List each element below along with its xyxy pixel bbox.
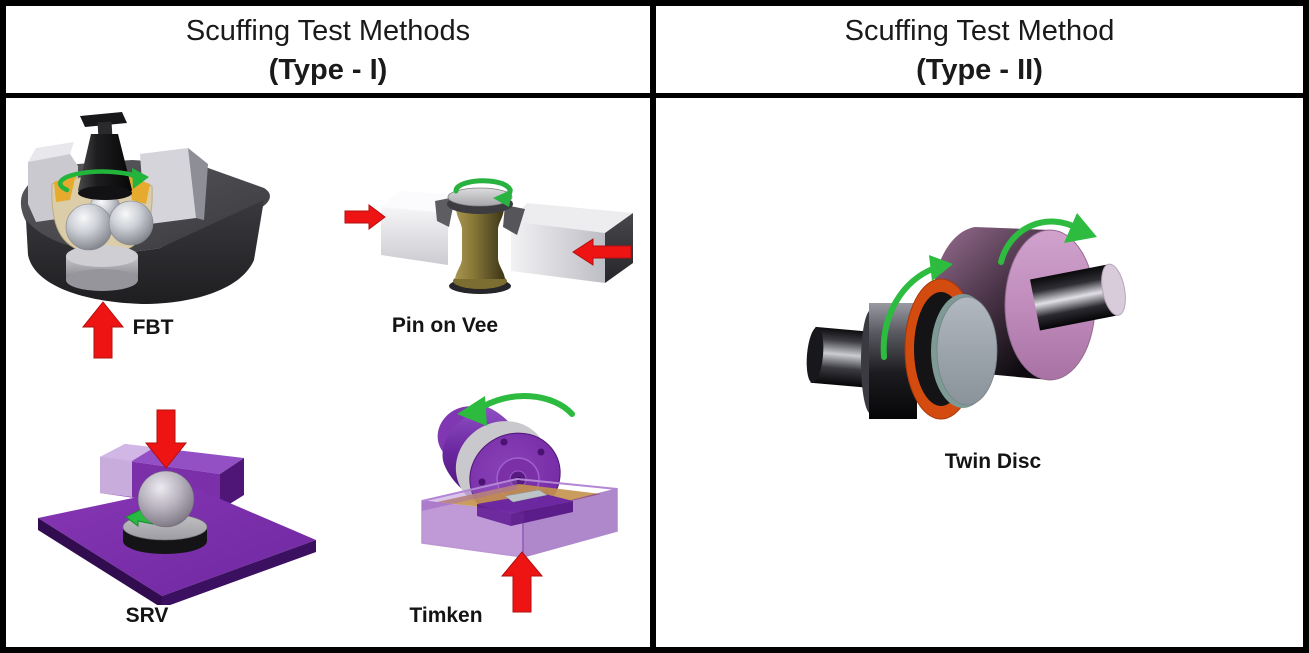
method-label-pin-on-vee: Pin on Vee	[391, 314, 499, 337]
twin-disc-left-disc	[861, 278, 998, 420]
rotation-arrow-icon	[457, 393, 575, 426]
method-label-twin-disc: Twin Disc	[944, 450, 1042, 473]
left-panel-title: Scuffing Test Methods	[185, 14, 471, 47]
load-arrow-icon	[81, 301, 125, 359]
timken-illustration	[421, 393, 618, 613]
load-arrow-icon	[344, 204, 386, 230]
right-panel-subtitle: (Type - II)	[916, 53, 1043, 86]
panel-divider	[650, 6, 656, 647]
load-arrow-icon	[572, 238, 632, 266]
right-panel-title: Scuffing Test Method	[844, 14, 1115, 47]
rotation-arrow-icon	[453, 178, 513, 207]
twin-disc-illustration	[806, 213, 1126, 420]
twin-disc-right-shaft	[1030, 263, 1126, 331]
right-panel: Scuffing Test Method (Type - II)	[656, 6, 1303, 647]
method-label-srv: SRV	[125, 604, 169, 627]
fbt-illustration	[20, 112, 270, 359]
load-arrow-icon	[500, 551, 544, 613]
left-panel: Scuffing Test Methods (Type - I)	[6, 6, 650, 647]
srv-illustration	[38, 409, 316, 605]
vee-blocks	[381, 191, 633, 283]
rotation-arrow-icon	[880, 255, 953, 360]
srv-ball	[137, 470, 195, 528]
left-panel-header: Scuffing Test Methods (Type - I)	[6, 6, 650, 98]
pin-on-vee-illustration	[344, 178, 633, 294]
timken-oil-tray	[421, 477, 618, 558]
right-panel-header: Scuffing Test Method (Type - II)	[656, 6, 1303, 98]
test-pin	[447, 187, 513, 294]
load-arrow-icon	[144, 409, 188, 469]
right-panel-body: Twin Disc	[656, 98, 1303, 647]
method-label-timken: Timken	[409, 604, 483, 627]
method-label-fbt: FBT	[132, 316, 174, 339]
rotation-arrow-icon	[57, 168, 149, 193]
left-panel-body: FBT	[6, 98, 650, 647]
left-panel-subtitle: (Type - I)	[268, 53, 388, 86]
rotation-arrow-icon	[998, 213, 1097, 265]
fbt-spindle-cone	[78, 112, 132, 200]
